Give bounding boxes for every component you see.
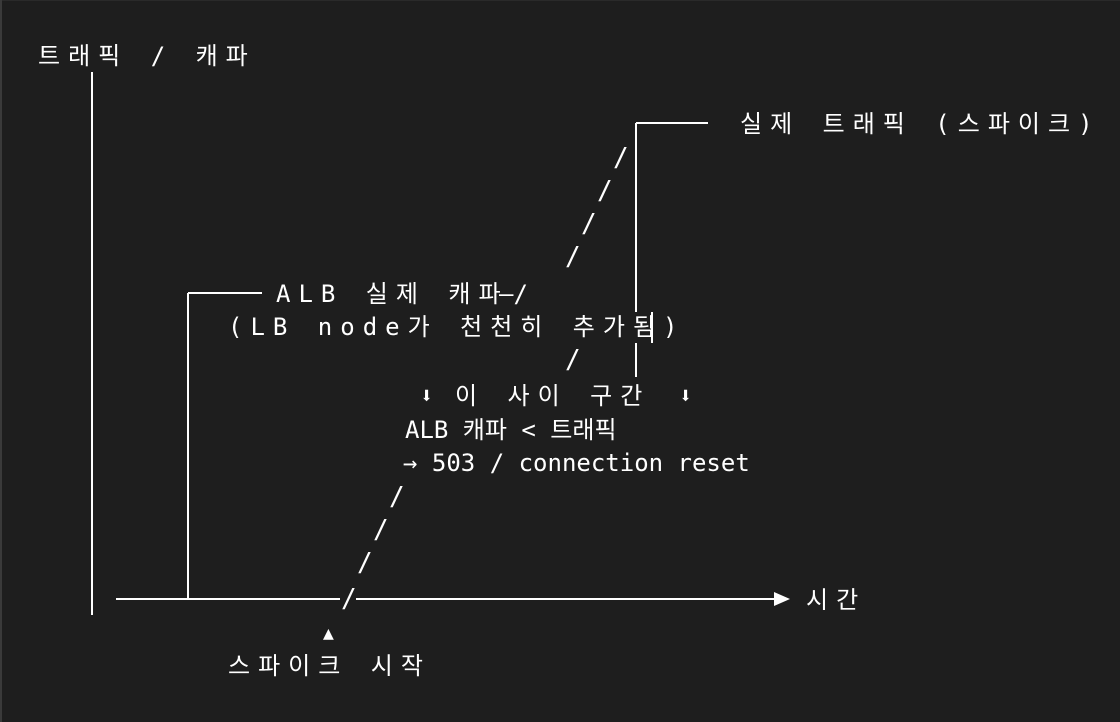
gap-label: 이 사이 구간	[455, 382, 651, 410]
traffic-slash: /	[597, 176, 613, 206]
traffic-slash: /	[565, 345, 581, 375]
traffic-slash: /	[373, 515, 389, 545]
alb-capacity-label: ALB 실제 캐파	[276, 280, 532, 308]
gap-consequence: → 503 / connection reset	[403, 449, 750, 477]
frame-top-edge	[0, 0, 1120, 1]
spike-start-marker-icon: ▲	[323, 623, 334, 644]
spike-start-label: 스파이크 시작	[228, 652, 431, 680]
down-arrow-icon: ⬇	[420, 384, 434, 409]
traffic-slash: /	[581, 209, 597, 239]
traffic-slash: /	[613, 143, 629, 173]
traffic-slash: /	[357, 548, 373, 578]
down-arrow-icon: ⬇	[679, 384, 693, 409]
x-axis-arrowhead	[774, 592, 790, 606]
traffic-slash: /	[565, 242, 581, 272]
traffic-slash: /	[341, 584, 357, 614]
alb-capacity-dash: —/	[499, 280, 528, 308]
gap-condition: ALB 캐파 < 트래픽	[405, 416, 617, 444]
y-axis-label: 트래픽 / 캐파	[38, 42, 256, 70]
alb-capacity-note: (LB node가 천천히 추가됨)	[228, 313, 686, 341]
traffic-label: 실제 트래픽 (스파이크)	[740, 110, 1101, 138]
traffic-slash: /	[389, 482, 405, 512]
frame-left-edge	[0, 0, 2, 722]
x-axis-label: 시간	[806, 586, 867, 614]
